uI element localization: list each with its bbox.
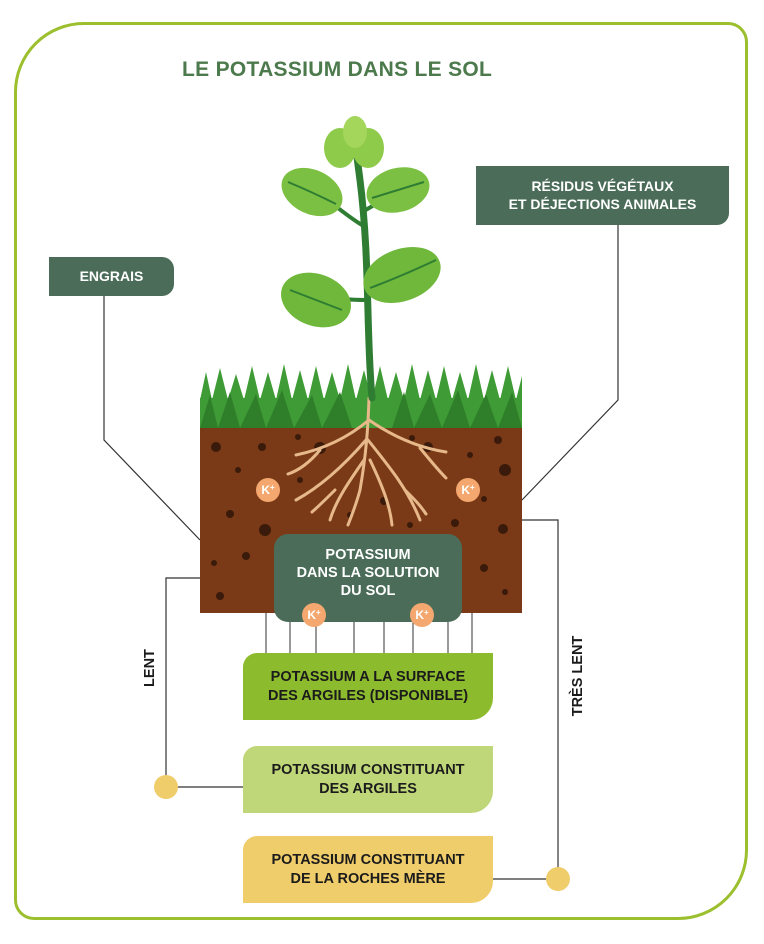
potassium-ion-left: K+ bbox=[256, 478, 280, 502]
lent-endpoint-dot bbox=[154, 775, 178, 799]
lent-label: LENT bbox=[142, 649, 158, 687]
plant-roots bbox=[286, 396, 448, 527]
diagram-frame bbox=[14, 22, 748, 920]
soil-solution-label: POTASSIUM DANS LA SOLUTION DU SOL bbox=[296, 547, 440, 600]
residus-label: RÉSIDUS VÉGÉTAUX ET DÉJECTIONS ANIMALES bbox=[476, 166, 729, 225]
engrais-label: ENGRAIS bbox=[49, 257, 174, 296]
bedrock-potassium-box: POTASSIUM CONSTITUANT DE LA ROCHES MÈRE bbox=[243, 836, 493, 903]
page-title: LE POTASSIUM DANS LE SOL bbox=[182, 58, 493, 81]
potassium-ion-solution-right: K+ bbox=[410, 603, 434, 627]
potassium-ion-right: K+ bbox=[456, 478, 480, 502]
clay-constituent-potassium-box: POTASSIUM CONSTITUANT DES ARGILES bbox=[243, 746, 493, 813]
tres-lent-label: TRÈS LENT bbox=[570, 635, 586, 717]
exchange-ticks bbox=[265, 613, 473, 653]
tres-lent-endpoint-dot bbox=[546, 867, 570, 891]
clay-surface-potassium-box: POTASSIUM A LA SURFACE DES ARGILES (DISP… bbox=[243, 653, 493, 720]
grass-shade bbox=[200, 390, 522, 428]
plant-leaves bbox=[281, 116, 441, 328]
potassium-ion-solution-left: K+ bbox=[302, 603, 326, 627]
connector-lines bbox=[103, 225, 619, 880]
